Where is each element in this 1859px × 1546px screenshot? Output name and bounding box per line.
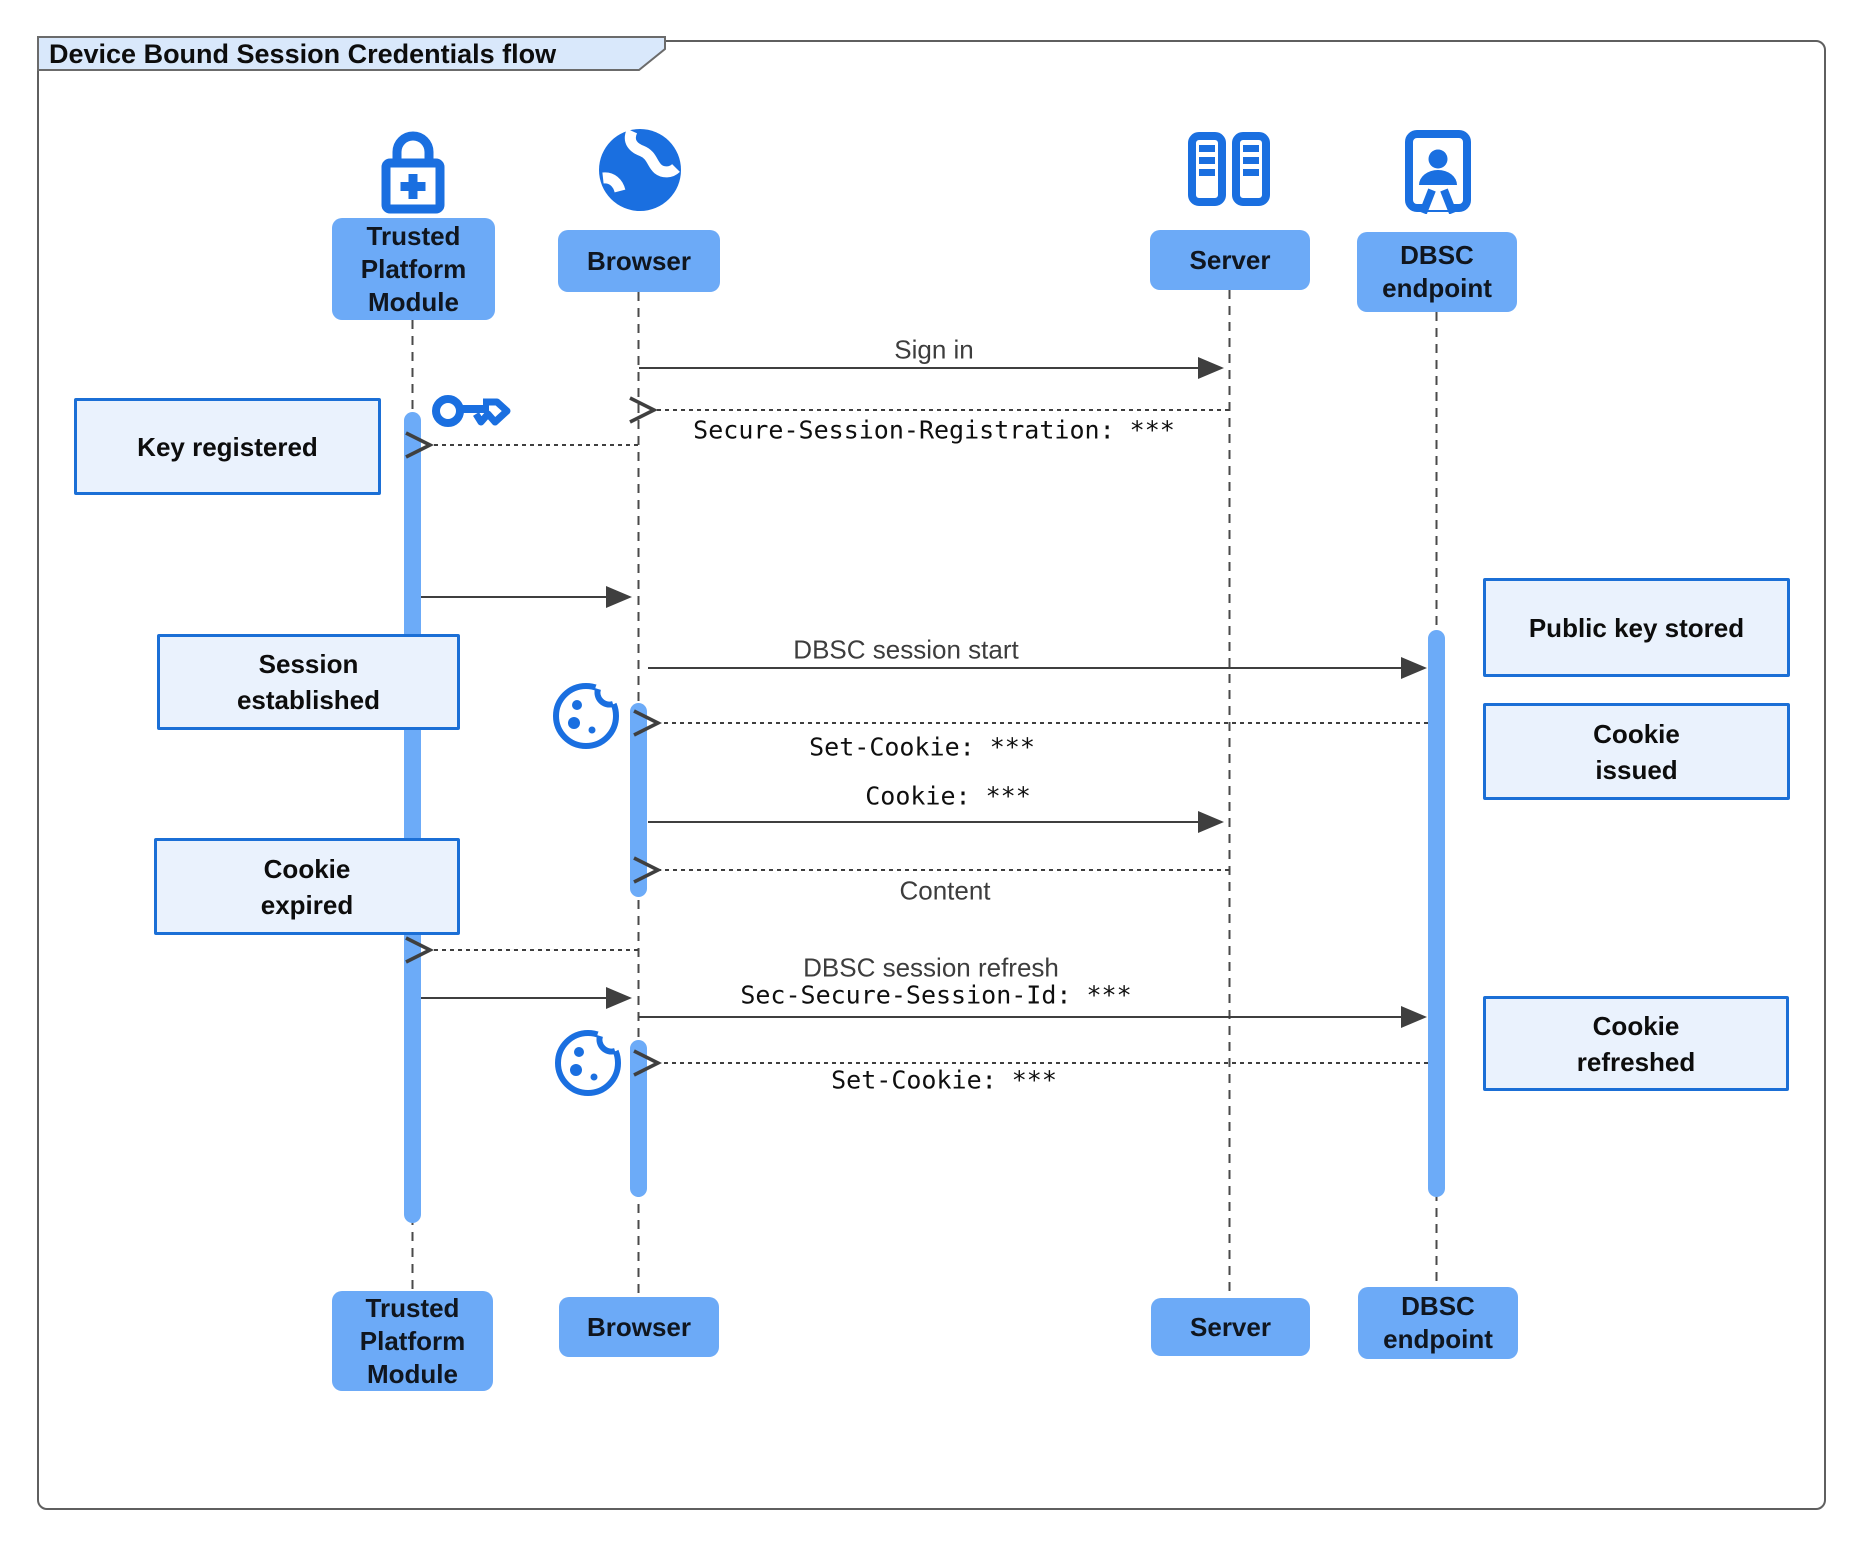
note-cookie-expired: Cookie expired — [154, 838, 460, 935]
actor-box-dbsc-bottom: DBSC endpoint — [1358, 1287, 1518, 1359]
label-secure-session-registration: Secure-Session-Registration: *** — [693, 415, 1175, 445]
note-session-established: Session established — [157, 634, 460, 730]
diagram-title: Device Bound Session Credentials flow — [49, 39, 557, 69]
label-set-cookie-2: Set-Cookie: *** — [831, 1065, 1057, 1095]
server-rack-icon — [1188, 132, 1270, 206]
key-icon — [432, 395, 511, 427]
actor-box-browser-top: Browser — [558, 230, 720, 292]
actor-box-tpm-top: Trusted Platform Module — [332, 218, 495, 320]
actor-box-server-top: Server — [1150, 230, 1310, 290]
note-cookie-refreshed: Cookie refreshed — [1483, 996, 1789, 1091]
label-sign-in: Sign in — [894, 334, 974, 365]
note-key-registered: Key registered — [74, 398, 381, 495]
globe-icon — [599, 128, 681, 211]
doorway-person-icon — [1405, 130, 1471, 214]
cookie-icon — [553, 680, 621, 749]
title-tab — [37, 36, 666, 71]
activation-bar-browser-2 — [630, 1040, 647, 1197]
label-content: Content — [899, 875, 991, 906]
label-cookie: Cookie: *** — [865, 781, 1031, 811]
cookie-icon — [555, 1027, 623, 1096]
note-public-key-stored: Public key stored — [1483, 578, 1790, 677]
actor-box-tpm-bottom: Trusted Platform Module — [332, 1291, 493, 1391]
label-sec-secure-session-id: Sec-Secure-Session-Id: *** — [740, 980, 1132, 1010]
label-dbsc-session-refresh: DBSC session refresh — [803, 952, 1059, 983]
actor-box-server-bottom: Server — [1151, 1298, 1310, 1356]
label-set-cookie-1: Set-Cookie: *** — [809, 732, 1035, 762]
diagram-frame — [37, 40, 1826, 1510]
note-cookie-issued: Cookie issued — [1483, 703, 1790, 800]
activation-bar-browser-1 — [630, 703, 647, 897]
actor-box-dbsc-top: DBSC endpoint — [1357, 232, 1517, 312]
lock-plus-icon — [381, 131, 445, 214]
activation-bar-dbsc — [1428, 630, 1445, 1197]
activation-bar-tpm — [404, 412, 421, 1223]
actor-box-browser-bottom: Browser — [559, 1297, 719, 1357]
label-dbsc-session-start: DBSC session start — [793, 634, 1019, 665]
